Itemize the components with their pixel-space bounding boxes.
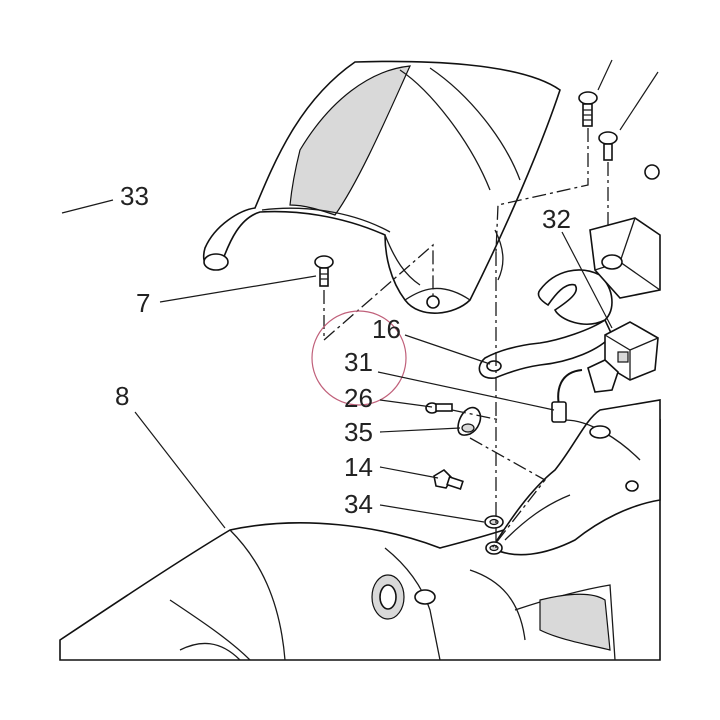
subframe bbox=[59, 418, 661, 661]
callout-26: 26 bbox=[344, 383, 373, 413]
bolt-14 bbox=[433, 468, 464, 490]
rubber-block bbox=[587, 321, 659, 393]
callout-32: 32 bbox=[542, 204, 571, 234]
cable-connector bbox=[551, 369, 583, 423]
bracket bbox=[478, 318, 613, 379]
screw-7 bbox=[314, 255, 334, 287]
callout-14: 14 bbox=[344, 452, 373, 482]
assembly-axes bbox=[323, 128, 609, 549]
callout-34: 34 bbox=[344, 489, 373, 519]
lock-assembly bbox=[589, 164, 661, 299]
frame-rail bbox=[490, 399, 661, 556]
callout-labels: 33 7 8 16 31 26 35 14 34 32 bbox=[115, 181, 571, 519]
callout-16: 16 bbox=[372, 314, 401, 344]
callout-8: 8 bbox=[115, 381, 129, 411]
clip-35 bbox=[457, 406, 482, 436]
screw-top-left bbox=[578, 91, 598, 127]
hook-part bbox=[537, 269, 613, 325]
screw-top-right bbox=[598, 131, 618, 161]
tail-cover bbox=[203, 60, 561, 314]
callout-35: 35 bbox=[344, 417, 373, 447]
leader-lines bbox=[61, 59, 659, 529]
screw-26 bbox=[425, 402, 453, 414]
callout-33: 33 bbox=[120, 181, 149, 211]
callout-31: 31 bbox=[344, 347, 373, 377]
callout-7: 7 bbox=[136, 288, 150, 318]
highlight-circle bbox=[311, 310, 407, 406]
